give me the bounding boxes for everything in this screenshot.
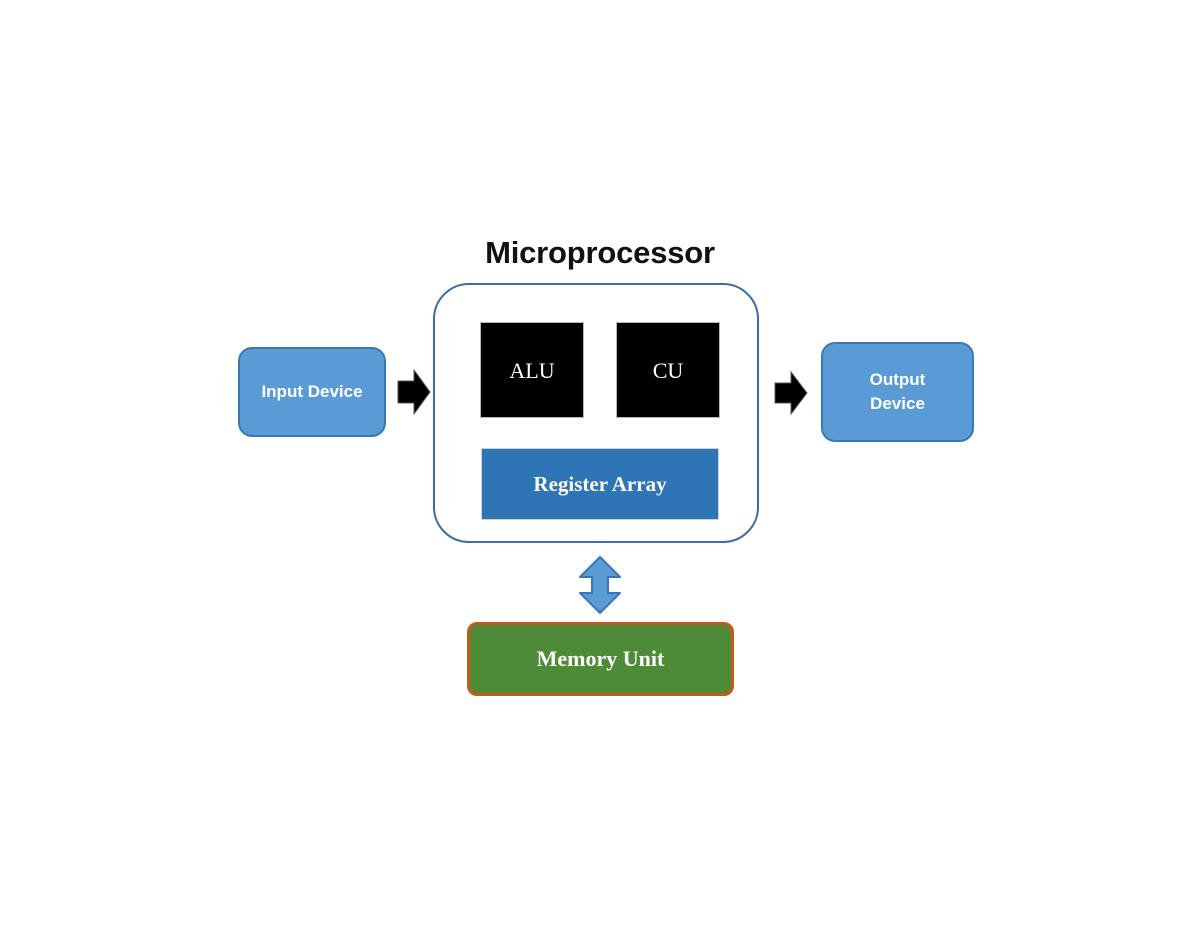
arrow-up-down-icon <box>579 556 621 614</box>
output-device-label-line2: Device <box>870 394 925 413</box>
alu-block: ALU <box>480 322 584 418</box>
input-device-block: Input Device <box>238 347 386 437</box>
arrow-right-icon-output <box>774 370 808 416</box>
input-device-label: Input Device <box>261 382 363 401</box>
arrow-right-icon-input <box>397 368 431 416</box>
cu-block: CU <box>616 322 720 418</box>
memory-unit-label: Memory Unit <box>536 646 665 671</box>
register-array-block: Register Array <box>481 448 719 520</box>
page-title: Microprocessor <box>485 235 715 270</box>
memory-unit-block: Memory Unit <box>467 622 734 696</box>
output-device-block: Output Device <box>821 342 974 442</box>
output-device-label-line1: Output <box>869 370 926 389</box>
output-device-label: Output Device <box>870 368 926 416</box>
